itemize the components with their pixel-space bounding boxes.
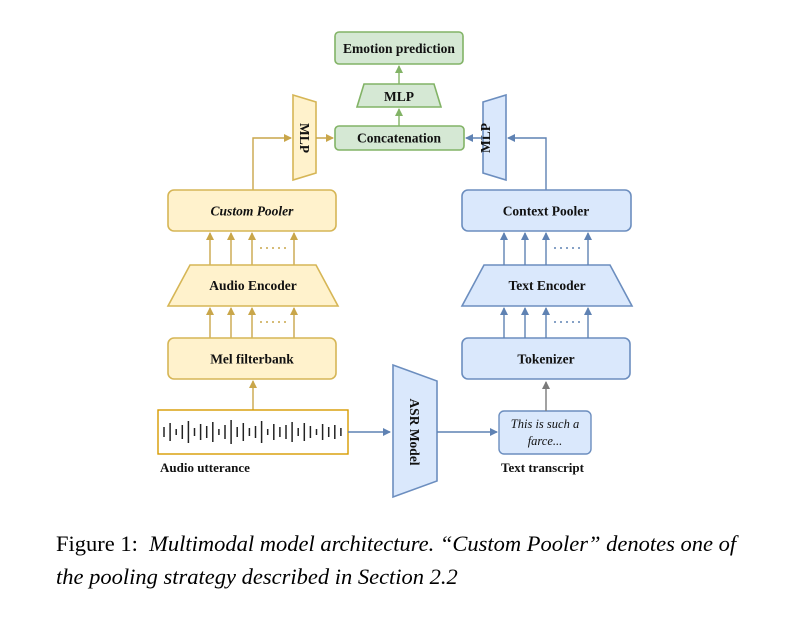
context-pooler-box	[461, 189, 632, 232]
mlp-right-trapezoid	[482, 93, 507, 182]
asr-model-label: ASR Model	[407, 398, 422, 465]
audio-encoder-trapezoid	[166, 264, 340, 307]
mlp-right-label: MLP	[478, 123, 493, 153]
mlp-left-label: MLP	[297, 123, 312, 153]
mel-filterbank-outputs	[206, 307, 298, 338]
text-transcript-label: Text transcript	[501, 460, 585, 475]
text-encoder-trapezoid	[460, 264, 634, 307]
text-transcript-box	[498, 410, 592, 455]
text-encoder-label: Text Encoder	[508, 278, 585, 293]
custom-pooler-box	[167, 189, 337, 232]
figure-caption: Figure 1: Multimodal model architecture.…	[56, 527, 746, 593]
tokenizer-label: Tokenizer	[517, 352, 574, 367]
tokenizer-outputs	[500, 307, 592, 338]
mel-filterbank-box	[167, 337, 337, 380]
context-pooler-label: Context Pooler	[503, 204, 590, 219]
transcript-line-2: farce...	[528, 434, 563, 448]
audio-utterance-label: Audio utterance	[160, 460, 250, 475]
audio-waveform-box	[157, 409, 349, 455]
custom-pooler-label: Custom Pooler	[211, 204, 295, 219]
emotion-prediction-label: Emotion prediction	[343, 41, 455, 56]
audio-waveform	[163, 420, 342, 444]
text-encoder-outputs	[500, 232, 592, 265]
mlp-left-trapezoid	[292, 93, 317, 182]
caption-text: Multimodal model architecture. “Custom P…	[56, 531, 737, 589]
arrow-pooler-to-mlp-left	[252, 134, 292, 190]
architecture-diagram: Emotion prediction MLP Concatenation MLP…	[157, 31, 634, 499]
emotion-prediction-box	[334, 31, 464, 65]
asr-model-trapezoid	[392, 363, 438, 499]
mel-filterbank-label: Mel filterbank	[210, 352, 294, 367]
transcript-line-1: This is such a	[511, 417, 579, 431]
mlp-top-label: MLP	[384, 89, 414, 104]
audio-encoder-outputs	[206, 232, 298, 265]
arrow-context-pooler-to-mlp-right	[507, 134, 547, 190]
caption-label: Figure 1:	[56, 531, 138, 556]
concatenation-box	[334, 125, 465, 151]
concatenation-label: Concatenation	[357, 131, 441, 146]
audio-encoder-label: Audio Encoder	[209, 278, 296, 293]
mlp-top-trapezoid	[355, 83, 443, 108]
